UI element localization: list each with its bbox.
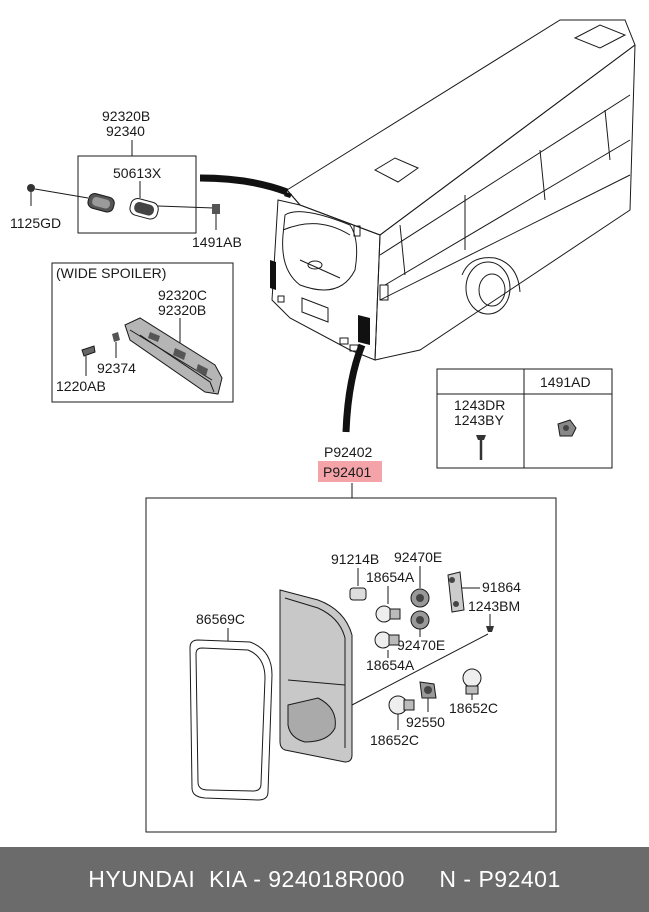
part-number-footer: HYUNDAI KIA - 924018R000 N - P92401	[0, 847, 649, 912]
label-18654a-bottom: 18654A	[366, 657, 415, 673]
label-92340: 92340	[106, 123, 145, 139]
label-1243by: 1243BY	[454, 412, 504, 428]
wide-spoiler-box: (WIDE SPOILER) 92320C 92320B 1220AB 9237…	[51, 262, 234, 403]
label-92550: 92550	[406, 714, 445, 730]
label-1220ab: 1220AB	[56, 378, 106, 394]
label-92320b-top: 92320B	[102, 108, 150, 124]
label-1125gd: 1125GD	[10, 215, 61, 231]
label-92320c: 92320C	[158, 287, 207, 303]
label-86569c: 86569C	[196, 611, 245, 627]
label-p92402: P92402	[324, 444, 372, 460]
assembly-label: P92402 P92401	[318, 444, 382, 498]
label-50613x: 50613X	[113, 165, 162, 181]
label-92320b-spoiler: 92320B	[158, 302, 206, 318]
marker-lamp-group: 92320B 92340 50613X 1125GD 1491AB	[10, 108, 242, 250]
label-p92401: P92401	[323, 464, 371, 480]
hardware-table: 1491AD 1243DR 1243BY	[436, 368, 613, 469]
label-92374: 92374	[97, 360, 136, 376]
label-91864: 91864	[482, 579, 521, 595]
label-wide-spoiler: (WIDE SPOILER)	[56, 265, 166, 281]
label-1491ab: 1491AB	[192, 234, 242, 250]
rear-combination-lamp-box: 86569C 91214B 92470E 18654A 92470E 1865	[145, 497, 557, 833]
highlight-box	[318, 461, 382, 482]
parts-diagram: 92320B 92340 50613X 1125GD 1491AB (WIDE …	[10, 19, 636, 833]
label-92470e-top: 92470E	[394, 549, 442, 565]
label-1491ad: 1491AD	[540, 374, 591, 390]
label-18652c-right: 18652C	[449, 700, 498, 716]
label-91214b: 91214B	[331, 551, 379, 567]
label-1243bm: 1243BM	[468, 598, 520, 614]
label-1243dr: 1243DR	[454, 397, 505, 413]
bus-illustration	[270, 19, 636, 361]
label-18654a-top: 18654A	[366, 569, 415, 585]
label-18652c-left: 18652C	[370, 732, 419, 748]
label-92470e-mid: 92470E	[397, 637, 445, 653]
